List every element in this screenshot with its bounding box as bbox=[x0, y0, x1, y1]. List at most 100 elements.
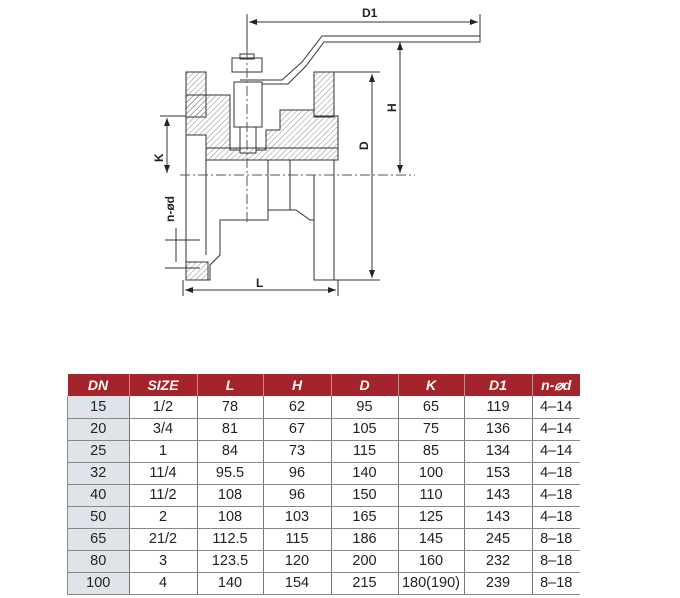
table-cell: 154 bbox=[263, 572, 332, 595]
table-cell: 95 bbox=[331, 396, 399, 419]
table-cell: 11/4 bbox=[129, 462, 198, 485]
table-cell: 75 bbox=[398, 418, 465, 441]
header-d: D bbox=[331, 374, 399, 396]
table-cell: 150 bbox=[331, 484, 399, 507]
header-k: K bbox=[398, 374, 465, 396]
table-cell: 73 bbox=[263, 440, 332, 463]
table-cell: 4 bbox=[129, 572, 198, 595]
table-cell: 245 bbox=[464, 528, 533, 551]
table-cell: 103 bbox=[263, 506, 332, 529]
table-cell: 4–14 bbox=[532, 396, 580, 419]
table-cell: 96 bbox=[263, 484, 332, 507]
table-cell: 62 bbox=[263, 396, 332, 419]
table-cell: 25 bbox=[67, 440, 130, 463]
table-cell: 40 bbox=[67, 484, 130, 507]
table-cell: 112.5 bbox=[197, 528, 264, 551]
header-l: L bbox=[197, 374, 264, 396]
table-cell: 153 bbox=[464, 462, 533, 485]
table-cell: 140 bbox=[331, 462, 399, 485]
header-dn: DN bbox=[67, 374, 130, 396]
table-cell: 123.5 bbox=[197, 550, 264, 573]
table-cell: 125 bbox=[398, 506, 465, 529]
table-cell: 105 bbox=[331, 418, 399, 441]
table-cell: 4–18 bbox=[532, 484, 580, 507]
table-cell: 11/2 bbox=[129, 484, 198, 507]
table-cell: 160 bbox=[398, 550, 465, 573]
table-cell: 3/4 bbox=[129, 418, 198, 441]
table-cell: 100 bbox=[67, 572, 130, 595]
table-cell: 50 bbox=[67, 506, 130, 529]
header-h: H bbox=[263, 374, 332, 396]
table-cell: 200 bbox=[331, 550, 399, 573]
table-cell: 2 bbox=[129, 506, 198, 529]
table-cell: 8–18 bbox=[532, 572, 580, 595]
table-cell: 65 bbox=[398, 396, 465, 419]
label-h: H bbox=[385, 103, 399, 112]
handle bbox=[240, 35, 481, 85]
header-size: SIZE bbox=[129, 374, 198, 396]
table-cell: 232 bbox=[464, 550, 533, 573]
table-cell: 4–14 bbox=[532, 440, 580, 463]
table-cell: 110 bbox=[398, 484, 465, 507]
table-cell: 1 bbox=[129, 440, 198, 463]
table-cell: 180(190) bbox=[398, 572, 465, 595]
dimension-lines bbox=[160, 14, 481, 296]
valve-body-section bbox=[185, 71, 339, 161]
table-cell: 80 bbox=[67, 550, 130, 573]
label-d: D bbox=[357, 141, 371, 150]
table-cell: 143 bbox=[464, 506, 533, 529]
table-cell: 21/2 bbox=[129, 528, 198, 551]
label-nd: n-ød bbox=[163, 196, 177, 222]
table-cell: 100 bbox=[398, 462, 465, 485]
table-cell: 134 bbox=[464, 440, 533, 463]
table-cell: 65 bbox=[67, 528, 130, 551]
table-cell: 32 bbox=[67, 462, 130, 485]
table-cell: 120 bbox=[263, 550, 332, 573]
table-header-row: DN SIZE L H D K D1 n-⌀d bbox=[67, 374, 580, 396]
table-cell: 85 bbox=[398, 440, 465, 463]
table-cell: 78 bbox=[197, 396, 264, 419]
table-cell: 136 bbox=[464, 418, 533, 441]
table-cell: 165 bbox=[331, 506, 399, 529]
header-d1: D1 bbox=[464, 374, 533, 396]
table-cell: 143 bbox=[464, 484, 533, 507]
table-cell: 108 bbox=[197, 484, 264, 507]
table-cell: 8–18 bbox=[532, 550, 580, 573]
table-cell: 84 bbox=[197, 440, 264, 463]
table-cell: 115 bbox=[263, 528, 332, 551]
table-cell: 239 bbox=[464, 572, 533, 595]
table-cell: 4–18 bbox=[532, 506, 580, 529]
table-cell: 81 bbox=[197, 418, 264, 441]
table-cell: 215 bbox=[331, 572, 399, 595]
ball-valve-drawing: D1 H D K n-ød L bbox=[152, 6, 481, 296]
table-cell: 140 bbox=[197, 572, 264, 595]
table-cell: 1/2 bbox=[129, 396, 198, 419]
table-cell: 108 bbox=[197, 506, 264, 529]
label-d1: D1 bbox=[362, 6, 378, 20]
table-cell: 119 bbox=[464, 396, 533, 419]
table-cell: 20 bbox=[67, 418, 130, 441]
table-cell: 145 bbox=[398, 528, 465, 551]
table-cell: 186 bbox=[331, 528, 399, 551]
table-cell: 96 bbox=[263, 462, 332, 485]
label-l: L bbox=[256, 276, 263, 290]
table-cell: 95.5 bbox=[197, 462, 264, 485]
label-k: K bbox=[152, 153, 166, 162]
table-cell: 4–14 bbox=[532, 418, 580, 441]
table-cell: 67 bbox=[263, 418, 332, 441]
table-cell: 15 bbox=[67, 396, 130, 419]
table-cell: 115 bbox=[331, 440, 399, 463]
header-n-d: n-⌀d bbox=[532, 374, 580, 396]
table-cell: 4–18 bbox=[532, 462, 580, 485]
table-cell: 3 bbox=[129, 550, 198, 573]
